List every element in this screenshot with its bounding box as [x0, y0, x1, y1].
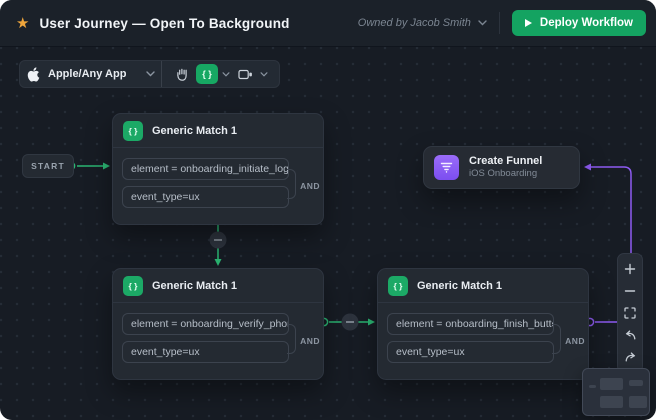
code-mode-button[interactable]: { }	[196, 64, 218, 84]
minimap-thumb-node	[629, 396, 647, 408]
funnel-text: Create Funnel iOS Onboarding	[469, 155, 542, 181]
plus-icon	[624, 263, 636, 275]
node-body: element = onboarding_initiate_login even…	[113, 148, 323, 224]
node-header: { } Generic Match 1	[113, 114, 323, 148]
match-node-2[interactable]: { } Generic Match 1 element = onboarding…	[112, 268, 324, 380]
pan-tool-button[interactable]	[170, 63, 192, 85]
condition-pill[interactable]: event_type=ux	[122, 341, 289, 363]
code-icon: { }	[202, 69, 212, 79]
collapse-badge-2[interactable]	[341, 313, 359, 331]
funnel-icon	[434, 155, 459, 180]
zoom-in-button[interactable]	[620, 260, 640, 278]
app-toolbar: Apple/Any App { }	[19, 60, 280, 88]
node-body: element = onboarding_finish_button event…	[378, 303, 588, 379]
condition-pill[interactable]: element = onboarding_initiate_login	[122, 158, 289, 180]
zoom-out-button[interactable]	[620, 282, 640, 300]
fit-view-icon	[624, 307, 636, 319]
app-selector-label: Apple/Any App	[48, 68, 127, 80]
minus-icon	[624, 290, 636, 292]
node-body: element = onboarding_verify_phone event_…	[113, 303, 323, 379]
code-icon: { }	[123, 275, 143, 296]
toolbar-divider	[161, 61, 162, 87]
condition-pill[interactable]: element = onboarding_verify_phone	[122, 313, 289, 335]
node-header: { } Generic Match 1	[113, 269, 323, 303]
match-node-1[interactable]: { } Generic Match 1 element = onboarding…	[112, 113, 324, 225]
zoom-toolbar	[617, 253, 643, 373]
minimap-thumb-start	[589, 385, 596, 388]
condition-pill[interactable]: event_type=ux	[122, 186, 289, 208]
top-bar: ★ User Journey — Open To Background Owne…	[0, 0, 656, 47]
start-node[interactable]: START	[22, 154, 74, 178]
code-mode-dropdown[interactable]	[218, 71, 234, 77]
condition-pill[interactable]: element = onboarding_finish_button	[387, 313, 554, 335]
minimap[interactable]	[582, 368, 650, 416]
operator-label: AND	[300, 336, 320, 346]
start-label: START	[31, 161, 65, 171]
create-funnel-node[interactable]: Create Funnel iOS Onboarding	[423, 146, 580, 189]
topbar-divider	[498, 12, 500, 34]
fit-view-button[interactable]	[620, 304, 640, 322]
chevron-down-icon	[478, 20, 487, 26]
operator-label: AND	[565, 336, 585, 346]
minimap-thumb-node	[629, 380, 643, 386]
node-header: { } Generic Match 1	[378, 269, 588, 303]
and-bracket	[287, 169, 296, 199]
minimap-thumb-node	[600, 378, 623, 390]
chevron-down-icon	[222, 71, 230, 77]
star-icon[interactable]: ★	[16, 14, 30, 32]
chevron-down-icon	[260, 71, 268, 77]
minimap-thumb-node	[600, 396, 623, 408]
and-bracket	[287, 324, 296, 354]
and-bracket	[552, 324, 561, 354]
node-title: Generic Match 1	[152, 279, 237, 292]
funnel-title: Create Funnel	[469, 154, 543, 167]
node-title: Generic Match 1	[152, 124, 237, 137]
undo-button[interactable]	[620, 326, 640, 344]
owner-dropdown[interactable]: Owned by Jacob Smith	[358, 17, 487, 29]
code-icon: { }	[123, 120, 143, 141]
hand-icon	[176, 68, 187, 81]
record-tool-dropdown[interactable]	[256, 71, 272, 77]
app-selector[interactable]: Apple/Any App	[27, 66, 155, 82]
funnel-subtitle: iOS Onboarding	[469, 168, 538, 180]
deploy-workflow-button[interactable]: Deploy Workflow	[511, 10, 646, 36]
collapse-badge-1[interactable]	[209, 231, 227, 249]
play-icon	[524, 19, 532, 27]
deploy-workflow-label: Deploy Workflow	[539, 17, 633, 29]
camera-icon	[237, 69, 252, 79]
page-title: User Journey — Open To Background	[39, 15, 290, 31]
apple-icon	[27, 66, 40, 82]
owner-label: Owned by Jacob Smith	[357, 17, 471, 29]
match-node-3[interactable]: { } Generic Match 1 element = onboarding…	[377, 268, 589, 380]
code-icon: { }	[388, 275, 408, 296]
undo-icon	[625, 330, 635, 340]
record-tool-button[interactable]	[234, 63, 256, 85]
redo-button[interactable]	[620, 348, 640, 366]
operator-label: AND	[300, 181, 320, 191]
condition-pill[interactable]: event_type=ux	[387, 341, 554, 363]
node-title: Generic Match 1	[417, 279, 502, 292]
redo-icon	[625, 352, 635, 362]
chevron-down-icon	[146, 71, 155, 77]
